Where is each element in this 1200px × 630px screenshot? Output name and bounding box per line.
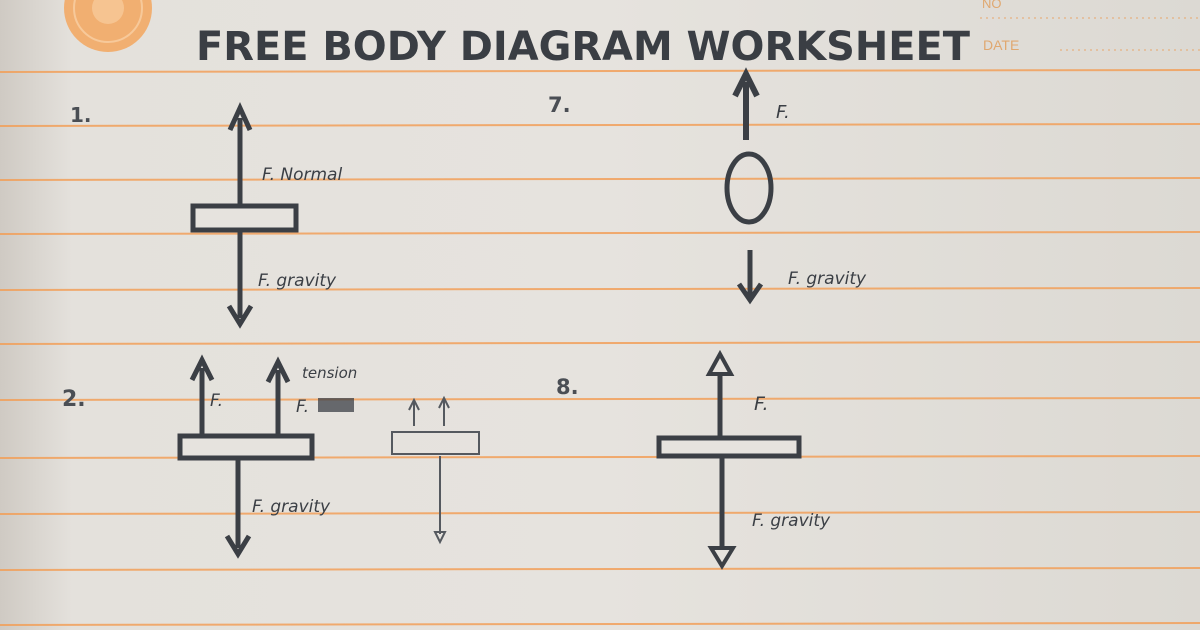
problem-7-arrowhead-down: [736, 282, 764, 305]
problem-7-arrowhead-up: [732, 67, 760, 98]
problem-1-normal-label: F. Normal: [262, 165, 342, 185]
problem-2-plank: [177, 433, 315, 461]
problem-1-plank: [190, 203, 299, 233]
problem-8-number: 8.: [556, 375, 579, 399]
problem-2-scribble: [318, 398, 354, 412]
problem-7-number: 7.: [548, 93, 571, 117]
problem-2-right-arrowhead: [265, 356, 291, 384]
date-label: DATE: [983, 37, 1019, 53]
problem-8-gravity-label: F. gravity: [752, 511, 831, 531]
worksheet-title: FREE BODY DIAGRAM WORKSHEET: [196, 24, 971, 70]
problem-2-left-arrowhead: [189, 354, 215, 382]
problem-2-arrowhead-down: [224, 534, 252, 559]
problem-2-gravity-label: F. gravity: [252, 497, 331, 517]
problem-8: 8. F. F. gravity: [556, 349, 831, 570]
problem-2-right-force-label: F.: [296, 397, 309, 417]
problem-1-number: 1.: [70, 103, 92, 127]
problem-1: 1. F. Normal F. gravity: [70, 101, 342, 329]
problem-8-plank: [656, 435, 802, 459]
header-dotted-lines: [980, 17, 1200, 51]
problem-1-arrowhead-up: [227, 101, 253, 132]
no-label: NO: [982, 0, 1002, 11]
problem-7-gravity-label: F. gravity: [788, 269, 867, 289]
problem-7-oval-object: [724, 151, 774, 225]
problem-1-gravity-label: F. gravity: [258, 271, 337, 291]
problem-8-arrowhead-down: [707, 546, 737, 570]
problem-8-arrowhead-up: [705, 349, 735, 376]
problem-8-force-label: F.: [754, 393, 769, 415]
problem-7: 7. F. F. gravity: [548, 67, 867, 305]
publisher-seal-logo: [64, 0, 152, 52]
problem-1-arrowhead-down: [226, 304, 254, 329]
problem-7-force-label: F.: [776, 102, 790, 123]
problem-2-left-force-label: F.: [210, 391, 223, 411]
ruled-lines: [0, 69, 1200, 626]
problem-2: 2. F. tension F. F. gravity: [62, 354, 480, 559]
problem-2-tension-label: tension: [302, 364, 357, 382]
problem-2-number: 2.: [62, 387, 86, 412]
problem-2-pencil-sketch: [391, 395, 480, 545]
